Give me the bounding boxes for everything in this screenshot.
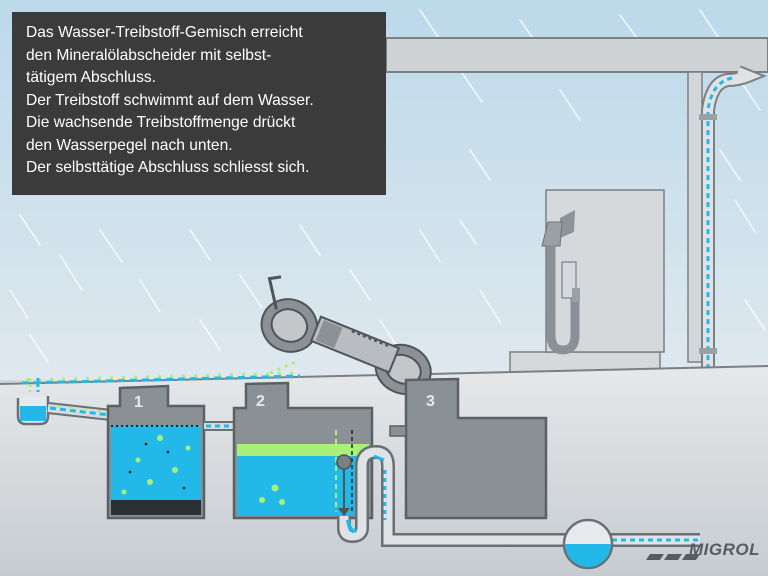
chamber-1: 1	[106, 384, 236, 520]
caption-line: den Wasserpegel nach unten.	[26, 136, 233, 154]
caption-line: Der Treibstoff schwimmt auf dem Wasser.	[26, 91, 314, 109]
surface-runoff	[21, 360, 301, 392]
chamber-2: 2	[232, 381, 374, 520]
caption-line: Die wachsende Treibstoffmenge drückt	[26, 114, 296, 131]
fallen-motorcycle	[260, 275, 432, 395]
caption-line: tätigem Abschluss.	[26, 69, 157, 86]
canopy-roof	[385, 37, 768, 73]
brand-stripes	[646, 554, 700, 560]
chamber-3: 3	[389, 377, 548, 520]
rain	[9, 9, 766, 363]
caption-line: Das Wasser-Treibstoff-Gemisch erreicht	[26, 24, 303, 41]
caption-line: Der selbsttätige Abschluss schliesst sic…	[26, 159, 310, 176]
outlet-siphon	[337, 444, 570, 547]
collection-tank	[562, 518, 700, 570]
brand-logo: MIGROL	[689, 540, 760, 559]
chamber-3-number: 3	[426, 393, 435, 410]
chamber-1-number: 1	[134, 394, 143, 411]
caption-box: Das Wasser-Treibstoff-Gemisch erreicht d…	[12, 12, 386, 195]
chamber-2-number: 2	[256, 393, 265, 410]
caption-line: den Mineralölabscheider mit selbst-	[26, 46, 272, 64]
